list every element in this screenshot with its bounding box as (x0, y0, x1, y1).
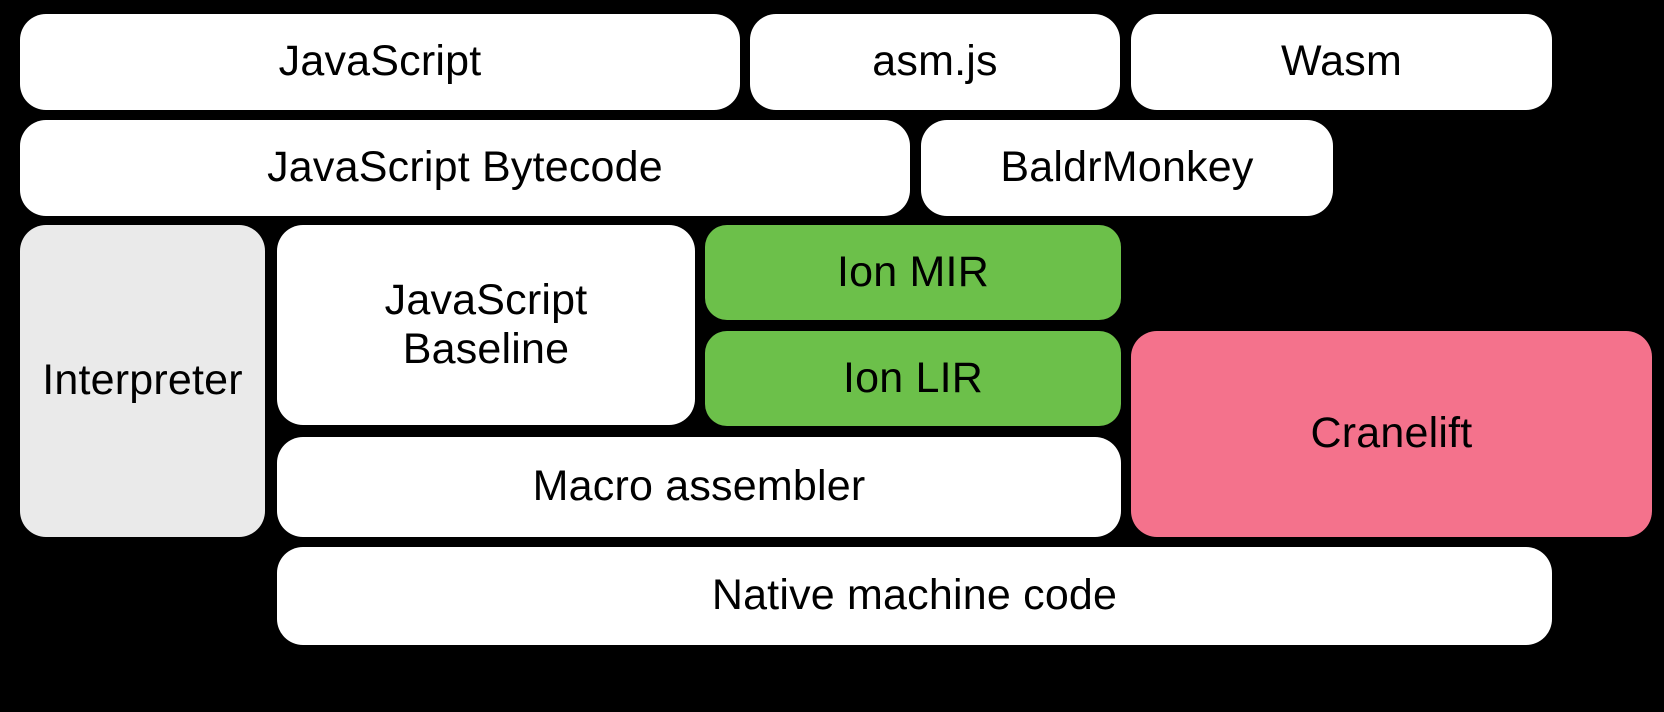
node-baldrmonkey[interactable]: BaldrMonkey (921, 120, 1333, 216)
node-wasm[interactable]: Wasm (1131, 14, 1552, 110)
node-javascript-baseline[interactable]: JavaScript Baseline (277, 225, 695, 425)
node-macro-assembler[interactable]: Macro assembler (277, 437, 1121, 537)
node-ion-mir[interactable]: Ion MIR (705, 225, 1121, 320)
node-cranelift[interactable]: Cranelift (1131, 331, 1652, 537)
node-javascript-bytecode[interactable]: JavaScript Bytecode (20, 120, 910, 216)
node-native-machine-code[interactable]: Native machine code (277, 547, 1552, 645)
node-asm-js[interactable]: asm.js (750, 14, 1120, 110)
node-ion-lir[interactable]: Ion LIR (705, 331, 1121, 426)
node-javascript[interactable]: JavaScript (20, 14, 740, 110)
node-interpreter[interactable]: Interpreter (20, 225, 265, 537)
